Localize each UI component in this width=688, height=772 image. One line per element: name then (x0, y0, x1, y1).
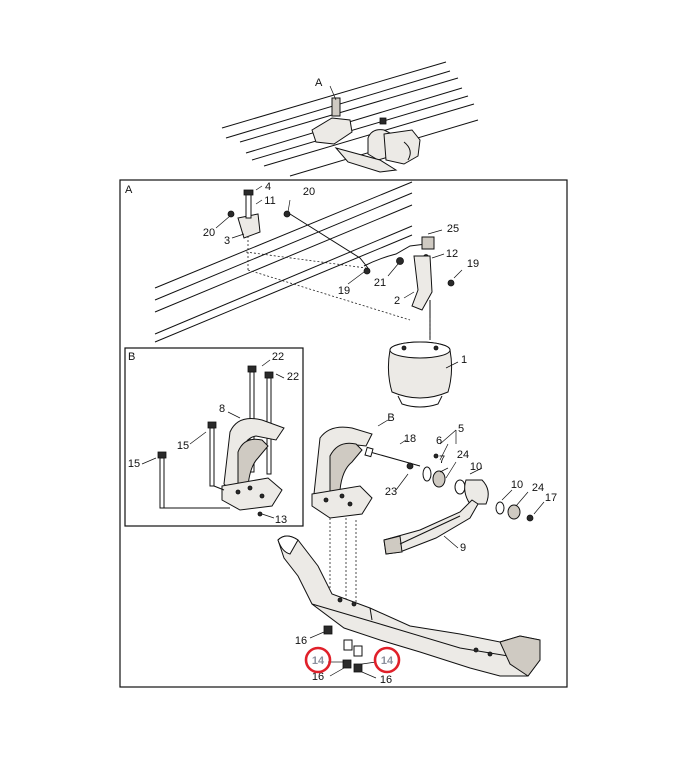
callout-p12: 12 (446, 248, 458, 260)
callout-p20-a: 20 (203, 227, 215, 239)
lower-fasteners (323, 625, 363, 673)
callout-p18: 18 (404, 433, 416, 445)
callout-p5: 5 (458, 423, 464, 435)
highlighted-callouts: 14 14 (304, 646, 401, 674)
view-b-label: B (128, 351, 135, 363)
pivot-bolt-stack (364, 446, 534, 522)
frame-rail (154, 181, 413, 343)
callout-p6: 6 (436, 435, 442, 447)
axle-bracket (311, 426, 373, 612)
callout-p10-b: 10 (511, 479, 523, 491)
leader-top-a (329, 85, 337, 101)
callout-p24-a: 24 (457, 449, 469, 461)
callout-p4: 4 (265, 181, 271, 193)
callout-p20-b: 20 (303, 186, 315, 198)
callout-p22-b: 22 (287, 371, 299, 383)
callout-p1: 1 (461, 354, 467, 366)
callout-p7: 7 (439, 454, 445, 466)
air-spring (387, 341, 453, 408)
leader-lines (141, 185, 545, 679)
callout-p24-b: 24 (532, 482, 544, 494)
callout-ref-b: B (387, 412, 394, 424)
callout-p16-b: 16 (312, 671, 324, 683)
callout-p16-c: 16 (380, 674, 392, 686)
callout-p15-b: 15 (128, 458, 140, 470)
trailing-arm (383, 499, 479, 555)
callout-p25: 25 (447, 223, 459, 235)
height-sensor-assembly (363, 236, 455, 344)
overview-spring-assembly (311, 97, 421, 173)
callout-p10-a: 10 (470, 461, 482, 473)
callout-p14-left: 14 (312, 655, 325, 667)
callout-p11: 11 (264, 195, 275, 207)
top-view-label: A (315, 77, 323, 89)
callout-p21: 21 (374, 277, 386, 289)
callout-p16-a: 16 (295, 635, 307, 647)
callout-p9: 9 (460, 542, 466, 554)
callout-p19-a: 19 (467, 258, 479, 270)
callout-labels: 1 2 3 4 11 20 20 25 12 19 21 19 B 18 5 6… (128, 181, 557, 686)
callout-p8: 8 (219, 403, 225, 415)
view-a-label: A (125, 184, 133, 196)
inset-b-bracket (157, 365, 285, 517)
view-a-frame (119, 179, 568, 688)
upper-mount-bracket (227, 189, 411, 321)
callout-p22-a: 22 (272, 351, 284, 363)
axle-beam (277, 535, 541, 677)
callout-p13: 13 (275, 514, 287, 526)
callout-p17: 17 (545, 492, 557, 504)
callout-p15-a: 15 (177, 440, 189, 452)
callout-p14-right: 14 (381, 655, 394, 667)
highlight-ring-left (304, 646, 332, 674)
callout-p23: 23 (385, 486, 397, 498)
callout-p3: 3 (224, 235, 230, 247)
callout-p19-b: 19 (338, 285, 350, 297)
callout-p2-upper: 2 (394, 295, 400, 307)
highlight-ring-right (373, 646, 401, 674)
